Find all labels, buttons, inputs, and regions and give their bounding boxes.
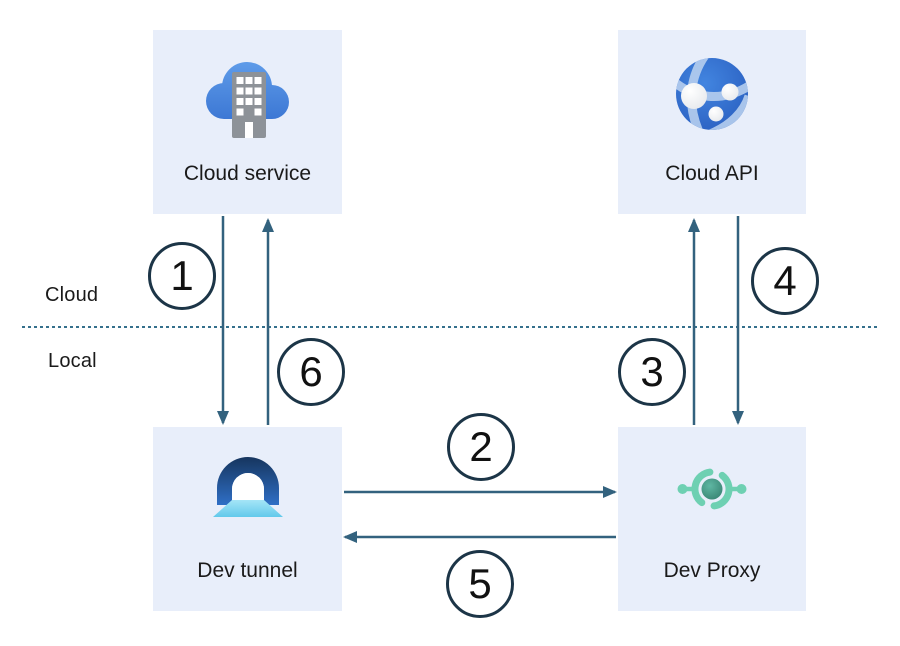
node-dev-tunnel: Dev tunnel — [153, 427, 342, 611]
node-label-cloud-api: Cloud API — [665, 162, 759, 185]
node-cloud-service: Cloud service — [153, 30, 342, 214]
step-badge-5: 5 — [446, 550, 514, 618]
node-dev-proxy: Dev Proxy — [618, 427, 806, 611]
tunnel-icon — [212, 457, 283, 517]
cloud-building-icon — [205, 62, 289, 138]
node-label-cloud-service: Cloud service — [183, 162, 312, 185]
node-label-dev-proxy: Dev Proxy — [663, 559, 761, 582]
step-badge-1: 1 — [148, 242, 216, 310]
step-badge-2: 2 — [447, 413, 515, 481]
node-label-dev-tunnel: Dev tunnel — [197, 559, 298, 582]
zone-label-cloud: Cloud — [45, 284, 99, 306]
globe-network-icon — [676, 58, 748, 130]
step-badge-6: 6 — [277, 338, 345, 406]
step-badge-4: 4 — [751, 247, 819, 315]
node-cloud-api: Cloud API — [618, 30, 806, 214]
step-badge-3: 3 — [618, 338, 686, 406]
zone-label-local: Local — [48, 350, 97, 372]
proxy-target-icon — [677, 468, 747, 510]
cloud-local-divider — [22, 326, 877, 328]
